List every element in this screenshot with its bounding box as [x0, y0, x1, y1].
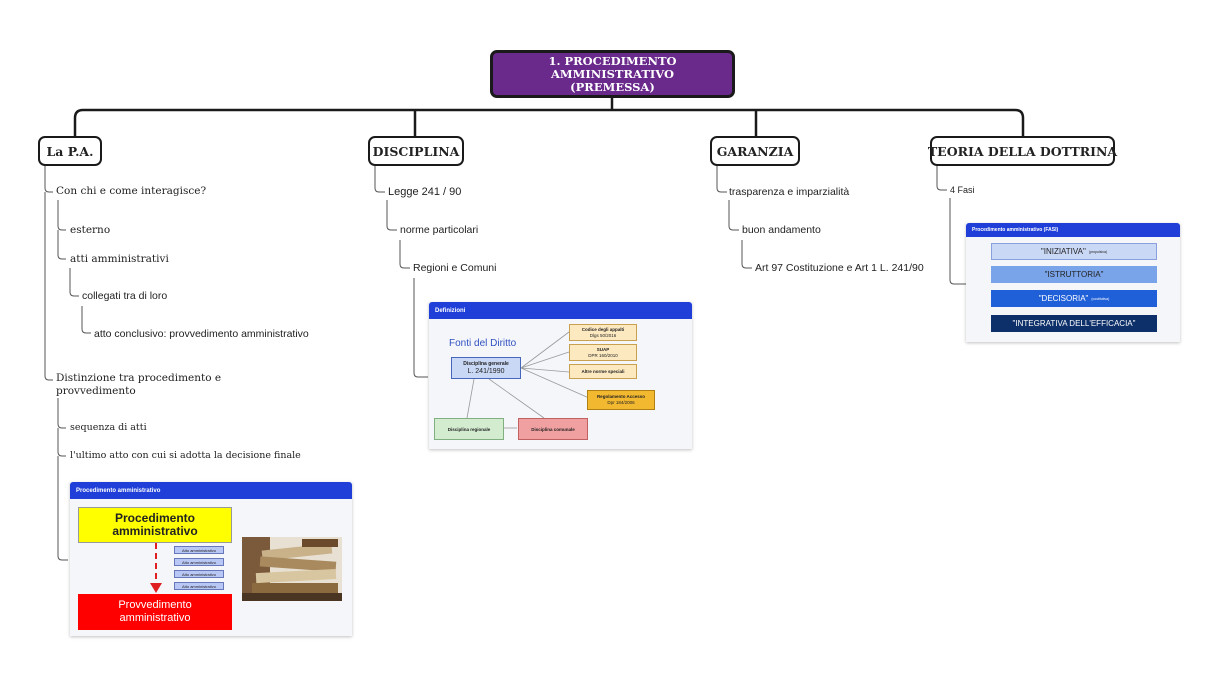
atto-box-1: Atto amministrativo	[174, 546, 224, 554]
fase-iniziativa: "INIZIATIVA" (propulsiva)	[991, 243, 1157, 260]
node-ultimo-atto[interactable]: l'ultimo atto con cui si adotta la decis…	[70, 450, 301, 461]
fase-decisoria-note: (costitutiva)	[1091, 296, 1110, 301]
procedimento-image-card[interactable]: Procedimento amministrativo Procedimento…	[70, 482, 352, 636]
branch-teoria[interactable]: TEORIA DELLA DOTTRINA	[928, 136, 1117, 166]
fase-decisoria-label: "DECISORIA"	[1038, 294, 1089, 303]
node-esterno[interactable]: esterno	[70, 224, 111, 236]
definizioni-image-card[interactable]: Definizioni Fonti del Diritto Disciplina…	[429, 302, 692, 449]
fase-istruttoria: "ISTRUTTORIA"	[991, 266, 1157, 283]
node-atti[interactable]: atti amministrativi	[70, 253, 169, 265]
codice-appalti-law: Dlgs 50/2016	[589, 332, 617, 338]
node-collegati[interactable]: collegati tra di loro	[82, 290, 168, 302]
node-buon-andamento[interactable]: buon andamento	[742, 224, 821, 236]
procedimento-card-header: Procedimento amministrativo	[70, 482, 352, 499]
node-regioni[interactable]: Regioni e Comuni	[413, 262, 497, 274]
codice-appalti-box: Codice degli appalti Dlgs 50/2016	[569, 324, 637, 341]
node-con-chi[interactable]: Con chi e come interagisce?	[56, 185, 207, 197]
branch-disciplina[interactable]: DISCIPLINA	[368, 136, 464, 166]
altre-norme-box: Altre norme speciali	[569, 364, 637, 379]
node-sequenza[interactable]: sequenza di atti	[70, 422, 147, 433]
root-title-line1: 1. PROCEDIMENTO AMMINISTRATIVO	[548, 53, 677, 81]
disciplina-generale-label: Disciplina generale	[463, 361, 509, 367]
fase-iniziativa-label: "INIZIATIVA"	[1040, 247, 1086, 256]
fase-integrativa: "INTEGRATIVA DELL'EFFICACIA"	[991, 315, 1157, 332]
node-legge[interactable]: Legge 241 / 90	[388, 186, 462, 198]
disciplina-regionale-box: Disciplina regionale	[434, 418, 504, 440]
archive-photo	[242, 537, 342, 601]
regolamento-law: Dpr 184/2006	[607, 400, 635, 405]
fasi-image-card[interactable]: Procedimento amministrativo (FASI) "INIZ…	[966, 223, 1180, 342]
definizioni-card-header: Definizioni	[429, 302, 692, 319]
definizioni-connectors	[466, 331, 590, 429]
branch-pa[interactable]: La P.A.	[38, 136, 102, 166]
node-4-fasi[interactable]: 4 Fasi	[950, 185, 975, 195]
node-distinzione[interactable]: Distinzione tra procedimento e provvedim…	[56, 372, 222, 397]
codice-appalti-label: Codice degli appalti	[581, 326, 625, 332]
root-title-line2: (PREMESSA)	[570, 79, 655, 94]
node-trasparenza[interactable]: trasparenza e imparzialità	[729, 186, 850, 198]
regolamento-label: Regolamento Accesso	[596, 394, 646, 399]
disciplina-comunale-box: Disciplina comunale	[518, 418, 588, 440]
procedimento-box: Procedimento amministrativo	[78, 507, 232, 543]
fase-decisoria: "DECISORIA" (costitutiva)	[991, 290, 1157, 307]
fase-iniziativa-note: (propulsiva)	[1088, 249, 1108, 254]
fonti-del-diritto: Fonti del Diritto	[449, 338, 517, 349]
disciplina-generale-box: Disciplina generale L. 241/1990	[451, 357, 521, 379]
suap-law: DPR 160/2010	[588, 352, 618, 358]
root-node[interactable]: 1. PROCEDIMENTO AMMINISTRATIVO (PREMESSA…	[490, 50, 735, 98]
fasi-card-header: Procedimento amministrativo (FASI)	[966, 223, 1180, 237]
red-dashed-arrow	[150, 543, 162, 593]
node-norme[interactable]: norme particolari	[400, 224, 479, 236]
regolamento-accesso-box: Regolamento Accesso Dpr 184/2006	[587, 390, 655, 410]
atto-box-2: Atto amministrativo	[174, 558, 224, 566]
provvedimento-box: Provvedimento amministrativo	[78, 594, 232, 630]
branch-garanzia[interactable]: GARANZIA	[710, 136, 800, 166]
node-atto-conclusivo[interactable]: atto conclusivo: provvedimento amministr…	[94, 328, 309, 340]
suap-label: SUAP	[596, 346, 610, 352]
atto-box-3: Atto amministrativo	[174, 570, 224, 578]
suap-box: SUAP DPR 160/2010	[569, 344, 637, 361]
disciplina-generale-law: L. 241/1990	[467, 368, 505, 375]
node-art-97[interactable]: Art 97 Costituzione e Art 1 L. 241/90	[755, 262, 924, 274]
atto-box-4: Atto amministrativo	[174, 582, 224, 590]
